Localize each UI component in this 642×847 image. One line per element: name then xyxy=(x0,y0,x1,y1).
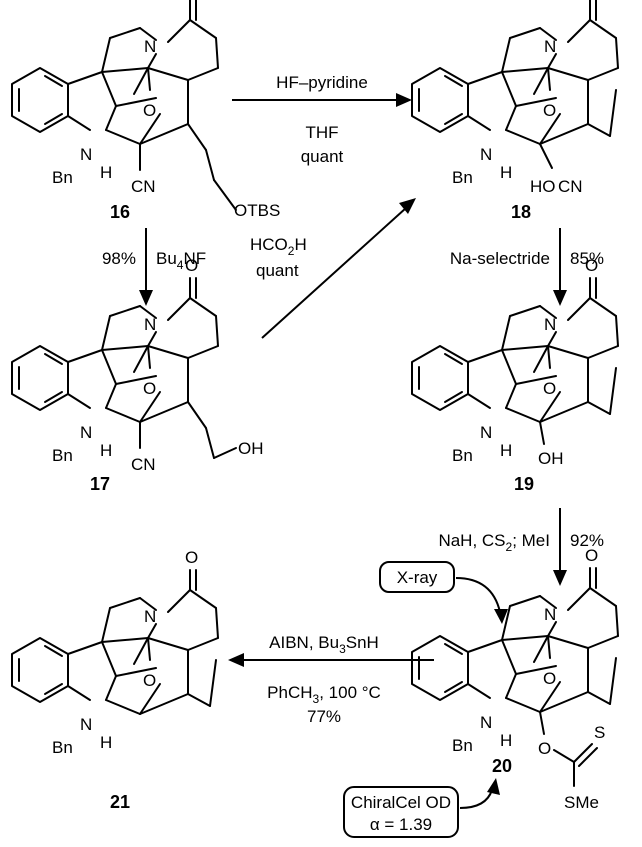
atom-o-carbonyl: O xyxy=(185,256,198,275)
compound-21: N O O N Bn H xyxy=(11,548,219,757)
atom-bn: Bn xyxy=(52,738,73,757)
arrow-18-to-19: Na-selectride 85% xyxy=(450,228,604,306)
atom-n: N xyxy=(544,605,556,624)
compound-label-20: 20 xyxy=(492,756,512,776)
substituent-cn: CN xyxy=(131,455,156,474)
xray-label: X-ray xyxy=(397,568,438,587)
atom-bn: Bn xyxy=(452,446,473,465)
atom-n-indoline: N xyxy=(480,423,492,442)
atom-h: H xyxy=(100,441,112,460)
arrow-17-to-18: HCO2H quant xyxy=(250,198,416,339)
compound-label-17: 17 xyxy=(90,474,110,494)
reagent-aibn-bu3snh: AIBN, Bu3SnH xyxy=(269,633,379,656)
atom-o-carbonyl: O xyxy=(585,546,598,565)
atom-n: N xyxy=(144,37,156,56)
atom-bn: Bn xyxy=(452,736,473,755)
atom-n-indoline: N xyxy=(80,423,92,442)
chiralcel-line1: ChiralCel OD xyxy=(351,793,451,812)
compound-19: N O O N Bn H OH xyxy=(411,256,619,468)
arrow-16-to-18: HF–pyridine THF quant xyxy=(232,73,412,166)
chiralcel-line2: α = 1.39 xyxy=(370,815,432,834)
atom-h: H xyxy=(500,441,512,460)
atom-o-bridge: O xyxy=(143,671,156,690)
yield-98: 98% xyxy=(102,249,136,268)
compound-17: N O O N Bn H CN OH xyxy=(11,256,264,474)
solvent-thf: THF xyxy=(305,123,338,142)
substituent-oh: OH xyxy=(538,449,564,468)
atom-h: H xyxy=(500,731,512,750)
yield-quant-1: quant xyxy=(301,147,344,166)
compound-16: N O O N Bn H CN OTBS xyxy=(11,0,280,220)
atom-o-bridge: O xyxy=(543,101,556,120)
arrow-20-to-21: AIBN, Bu3SnH PhCH3, 100 °C 77% xyxy=(228,633,434,726)
atom-o-bridge: O xyxy=(143,101,156,120)
reagent-bu4nf: Bu4NF xyxy=(156,249,206,272)
compound-label-16: 16 xyxy=(110,202,130,222)
compound-label-21: 21 xyxy=(110,792,130,812)
substituent-otbs: OTBS xyxy=(234,201,280,220)
arrow-16-to-17: 98% Bu4NF xyxy=(102,228,206,306)
atom-n-indoline: N xyxy=(480,145,492,164)
atom-o-carbonyl: O xyxy=(585,256,598,275)
atom-o-carbonyl: O xyxy=(185,548,198,567)
atom-o-bridge: O xyxy=(543,379,556,398)
solvent-phch3: PhCH3, 100 °C xyxy=(267,683,381,706)
yield-85: 85% xyxy=(570,249,604,268)
atom-o-bridge: O xyxy=(143,379,156,398)
atom-bn: Bn xyxy=(52,168,73,187)
atom-n-indoline: N xyxy=(80,715,92,734)
substituent-ho: HO xyxy=(530,177,556,196)
reagent-hco2h: HCO2H xyxy=(250,235,307,258)
substituent-oh: OH xyxy=(238,439,264,458)
atom-n: N xyxy=(144,607,156,626)
yield-quant-2: quant xyxy=(256,261,299,280)
compound-label-18: 18 xyxy=(511,202,531,222)
arrow-19-to-20: NaH, CS2; MeI 92% xyxy=(438,508,604,586)
atom-bn: Bn xyxy=(52,446,73,465)
compound-20: N O O N Bn H O S SMe xyxy=(411,546,619,812)
yield-92: 92% xyxy=(570,531,604,550)
atom-h: H xyxy=(100,733,112,752)
reagent-hf-pyridine: HF–pyridine xyxy=(276,73,368,92)
atom-n: N xyxy=(144,315,156,334)
atom-o-xanthate: O xyxy=(538,739,551,758)
compound-18: N O O N Bn H HO CN xyxy=(411,0,619,196)
atom-n-indoline: N xyxy=(80,145,92,164)
substituent-cn: CN xyxy=(131,177,156,196)
substituent-sme: SMe xyxy=(564,793,599,812)
atom-n-indoline: N xyxy=(480,713,492,732)
substituent-s: S xyxy=(594,723,605,742)
atom-n: N xyxy=(544,315,556,334)
atom-o-bridge: O xyxy=(543,669,556,688)
compound-label-19: 19 xyxy=(514,474,534,494)
atom-h: H xyxy=(500,163,512,182)
xray-callout: X-ray xyxy=(379,561,508,624)
atom-bn: Bn xyxy=(452,168,473,187)
reagent-nah-cs2-mei: NaH, CS2; MeI xyxy=(438,531,550,554)
reagent-na-selectride: Na-selectride xyxy=(450,249,550,268)
atom-n: N xyxy=(544,37,556,56)
yield-77: 77% xyxy=(307,707,341,726)
chiralcel-callout: ChiralCel OD α = 1.39 xyxy=(343,778,500,838)
substituent-cn: CN xyxy=(558,177,583,196)
atom-h: H xyxy=(100,163,112,182)
